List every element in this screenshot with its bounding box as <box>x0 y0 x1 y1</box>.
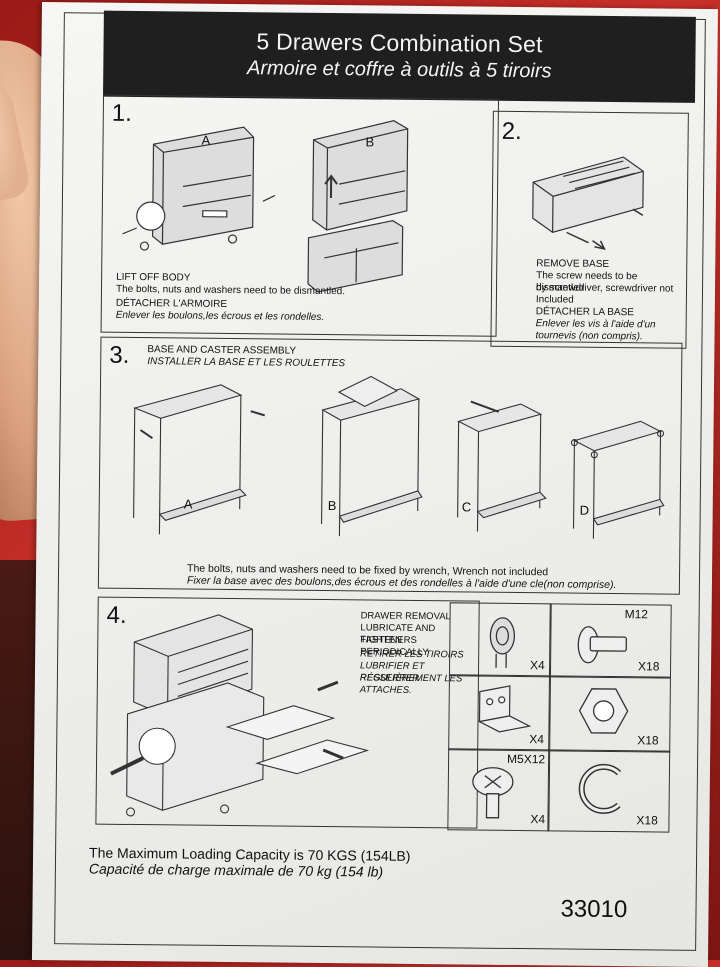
part-cell-bracket: X4 <box>448 674 551 751</box>
part-qty-nut: X18 <box>637 733 659 747</box>
tool-cart-icon <box>110 614 368 819</box>
step3-panel: 3. BASE AND CASTER ASSEMBLY INSTALLER LA… <box>98 337 683 595</box>
step1-caption-title: LIFT OFF BODY <box>116 272 190 285</box>
cabinet-a-icon <box>122 126 275 252</box>
document-code: 33010 <box>560 895 627 924</box>
part-cell-caster: X4 <box>449 602 552 677</box>
part-qty-bracket: X4 <box>529 732 544 746</box>
step4-line-1: DRAWER REMOVAL <box>361 610 451 623</box>
thumb <box>0 76 32 206</box>
c-washer-icon <box>574 759 635 820</box>
part-cell-washer: X18 <box>547 749 670 832</box>
step2-line-3: Included <box>536 294 574 306</box>
title-french: Armoire et coffre à outils à 5 tiroirs <box>103 56 695 85</box>
step3-label-d: D <box>580 503 590 518</box>
part-cell-nut: X18 <box>548 675 671 752</box>
step1-panel: 1. A <box>101 95 499 337</box>
svg-text:A: A <box>201 133 210 148</box>
title-banner: 5 Drawers Combination Set Armoire et cof… <box>103 11 696 103</box>
step4-line-fr-4: ATTACHES. <box>360 684 412 697</box>
part-qty-screw: X4 <box>530 812 545 826</box>
part-qty-bolt: X18 <box>638 659 660 673</box>
hex-nut-icon <box>575 683 636 744</box>
step1-caption: The bolts, nuts and washers need to be d… <box>116 284 345 298</box>
base-frame-icon <box>532 156 643 249</box>
step3-label-a: A <box>184 497 193 512</box>
parts-grid: X4 M12 X18 X4 <box>447 602 671 830</box>
svg-text:B: B <box>365 134 374 149</box>
caster-wheel-icon <box>476 610 537 671</box>
part-qty-caster: X4 <box>530 658 545 672</box>
step2-title: REMOVE BASE <box>536 258 609 271</box>
step3-label-c: C <box>462 499 472 514</box>
step4-line-fr-3: RÉGULIÈREMENT LES <box>360 672 463 685</box>
part-cell-screw: M5X12 X4 <box>447 748 550 831</box>
step3-label-b: B <box>328 498 337 513</box>
cabinet-b-icon <box>308 120 408 293</box>
title-english: 5 Drawers Combination Set <box>103 27 695 60</box>
phillips-screw-icon <box>468 764 529 825</box>
part-cell-bolt: M12 X18 <box>549 603 672 678</box>
part-qty-washer: X18 <box>636 813 658 827</box>
capacity-french: Capacité de charge maximale de 70 kg (15… <box>89 861 383 880</box>
instruction-sheet: 5 Drawers Combination Set Armoire et cof… <box>32 2 718 967</box>
step2-title-fr: DÉTACHER LA BASE <box>536 306 634 319</box>
step2-panel: 2. REMOVE BASE The screw needs to be dis… <box>490 111 688 349</box>
bolt-icon <box>572 619 643 670</box>
step3-labels: A B C D <box>99 338 682 594</box>
step4-panel: 4. DRAWER REMOVAL LUBRICATE AND TIGHTEN … <box>95 597 479 829</box>
step1-caption-fr: Enlever les boulons,les écrous et les ro… <box>116 310 325 324</box>
